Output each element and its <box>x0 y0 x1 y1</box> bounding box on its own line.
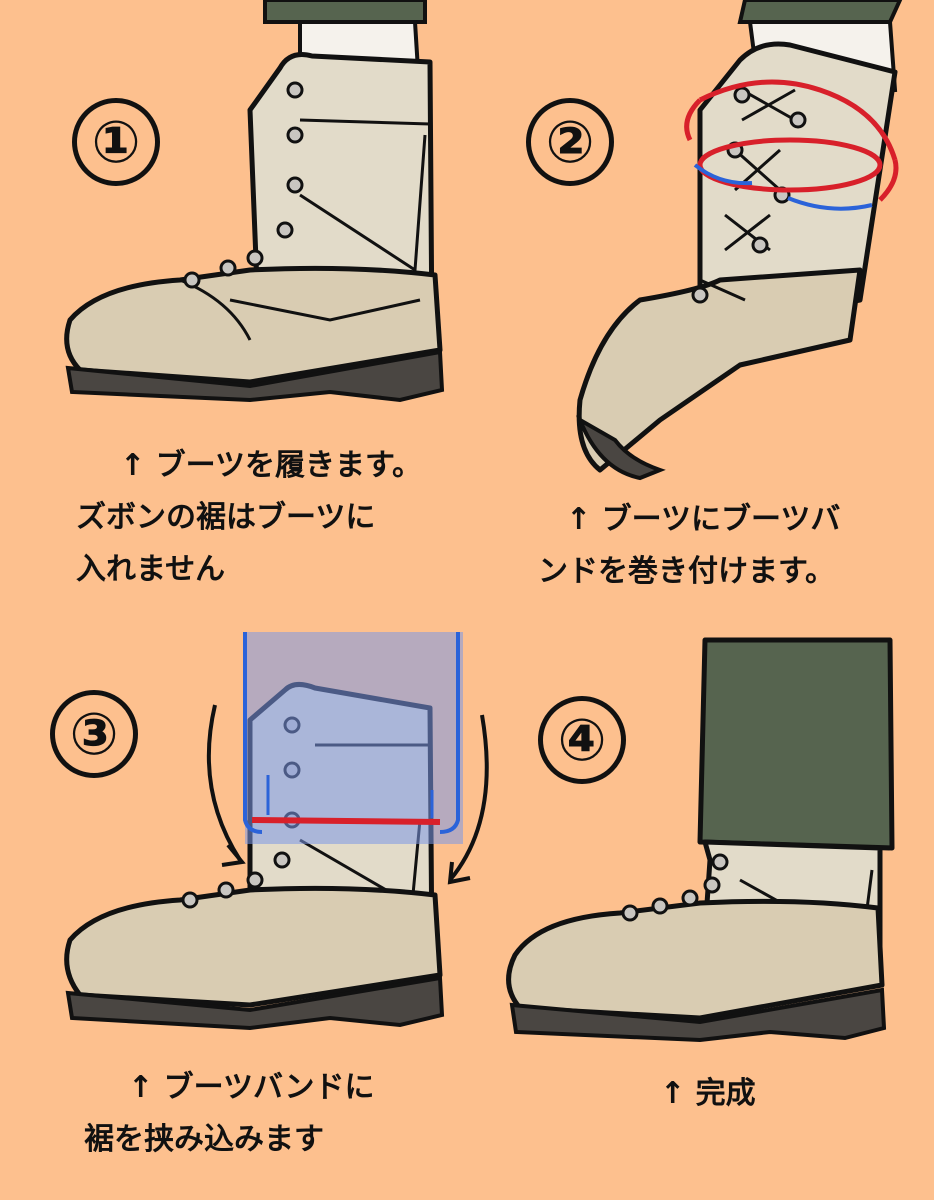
caption-line: ンドを巻き付けます。 <box>538 554 835 589</box>
caption-line: ↑ ブーツバンドに <box>128 1070 375 1105</box>
caption-line: ↑ 完成 <box>660 1076 756 1111</box>
caption-step-4: ↑ 完成 <box>660 1068 756 1120</box>
step-number-1: ① <box>72 98 160 186</box>
caption-line: ズボンの裾はブーツに <box>76 500 376 535</box>
step-number-4: ④ <box>538 696 626 784</box>
caption-line: ↑ ブーツを履きます。 <box>120 448 422 483</box>
caption-step-2: ↑ ブーツにブーツバ ンドを巻き付けます。 <box>538 494 840 598</box>
step-number-2: ② <box>526 98 614 186</box>
caption-line: ↑ ブーツにブーツバ <box>566 502 841 537</box>
caption-step-3: ↑ ブーツバンドに 裾を挟み込みます <box>84 1062 374 1166</box>
caption-line: 入れません <box>76 552 226 587</box>
caption-step-1: ↑ ブーツを履きます。 ズボンの裾はブーツに 入れません <box>76 440 422 596</box>
step-number-3: ③ <box>50 690 138 778</box>
caption-line: 裾を挟み込みます <box>84 1122 324 1157</box>
